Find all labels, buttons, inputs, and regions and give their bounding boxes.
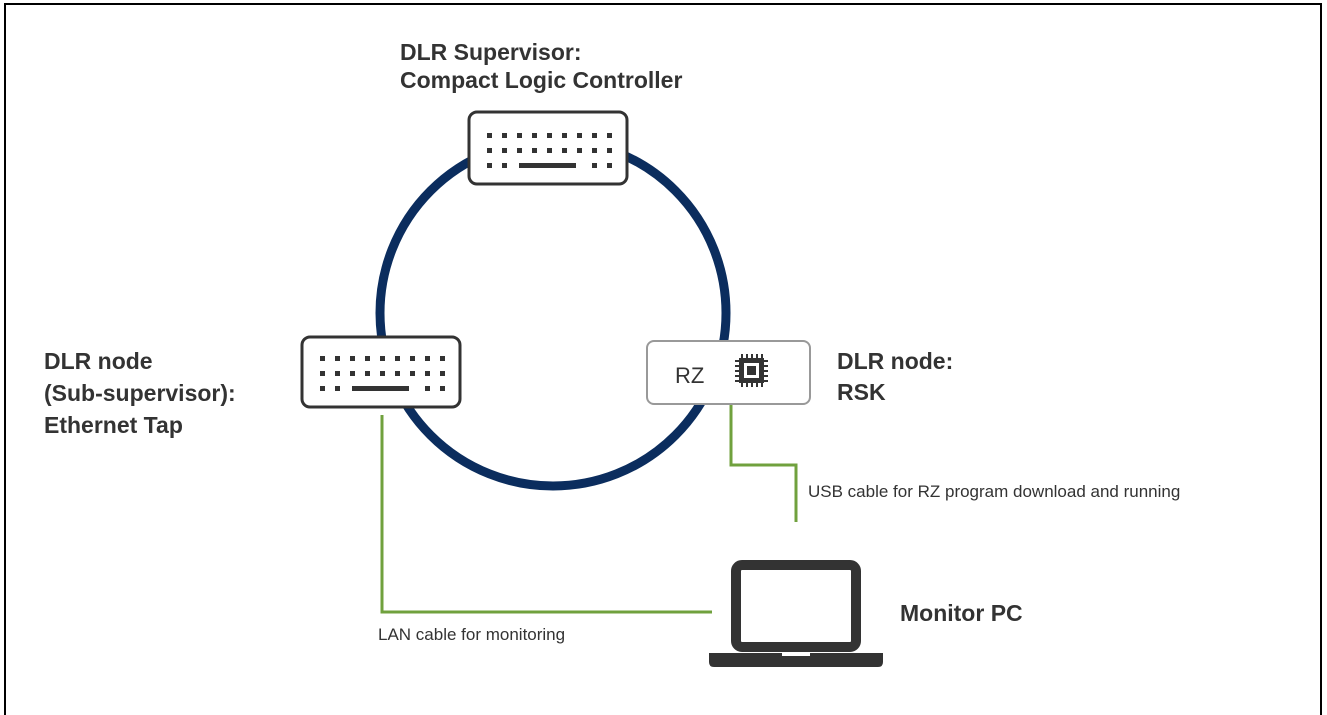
port-dot (380, 356, 385, 361)
chip-pin (735, 375, 739, 377)
port-dot (532, 148, 537, 153)
port-dot (487, 148, 492, 153)
monitor-pc-label: Monitor PC (900, 600, 1023, 626)
port-dot (502, 163, 507, 168)
port-dot (502, 148, 507, 153)
port-dot (577, 148, 582, 153)
chip-pin (764, 365, 768, 367)
port-dot (440, 356, 445, 361)
port-dot (335, 371, 340, 376)
port-dot (440, 371, 445, 376)
port-dot (440, 386, 445, 391)
chip-pin (741, 354, 743, 358)
sub-supervisor-label-line1: DLR node (44, 348, 153, 374)
chip-pin (751, 383, 753, 387)
port-dot (425, 386, 430, 391)
sub-supervisor-label: DLR node (Sub-supervisor): Ethernet Tap (44, 345, 236, 441)
chip-pin (756, 354, 758, 358)
chip-pin (756, 383, 758, 387)
port-dot (320, 386, 325, 391)
port-dot (335, 356, 340, 361)
port-dot (547, 133, 552, 138)
rsk-label-line1: DLR node: (837, 348, 954, 374)
supervisor-label: DLR Supervisor: Compact Logic Controller (400, 38, 682, 94)
port-dot (517, 148, 522, 153)
port-dot (592, 148, 597, 153)
supervisor-switch-icon (467, 110, 629, 186)
chip-pin (764, 360, 768, 362)
chip-pin (761, 354, 763, 358)
rsk-label-line2: RSK (837, 379, 886, 405)
port-dot (410, 356, 415, 361)
port-dot (517, 133, 522, 138)
diagram-frame (4, 3, 1322, 715)
chip-pin (764, 370, 768, 372)
chip-pin (761, 383, 763, 387)
port-dot (562, 148, 567, 153)
port-dot (487, 163, 492, 168)
chip-pin (746, 354, 748, 358)
port-dot (607, 163, 612, 168)
supervisor-label-line1: DLR Supervisor: (400, 39, 582, 65)
port-dot (487, 133, 492, 138)
port-dot (380, 371, 385, 376)
laptop-icon (709, 560, 883, 667)
port-dot (607, 148, 612, 153)
port-dot (607, 133, 612, 138)
port-dot (335, 386, 340, 391)
port-dot (395, 371, 400, 376)
port-dot (577, 133, 582, 138)
rsk-badge-label: RZ (675, 363, 704, 388)
port-dot (502, 133, 507, 138)
port-dot (425, 356, 430, 361)
lan-cable-line (380, 415, 712, 614)
chip-pin (735, 380, 739, 382)
port-dot (592, 133, 597, 138)
port-dot (365, 371, 370, 376)
chip-pin (735, 360, 739, 362)
chip-pin (764, 380, 768, 382)
port-dot (592, 163, 597, 168)
dlr-ring (375, 135, 731, 491)
port-dot (350, 371, 355, 376)
port-dot (365, 356, 370, 361)
port-dot (395, 356, 400, 361)
port-dot (320, 371, 325, 376)
lan-cable-label: LAN cable for monitoring (378, 625, 566, 644)
port-dot (562, 133, 567, 138)
ethernet-tap-switch-icon (300, 335, 462, 409)
supervisor-label-line2: Compact Logic Controller (400, 67, 683, 93)
chip-pin (735, 365, 739, 367)
chip-pin (746, 383, 748, 387)
chip-pin (735, 370, 739, 372)
port-dot (547, 148, 552, 153)
port-dot (410, 371, 415, 376)
chip-pin (741, 383, 743, 387)
chip-pin (764, 375, 768, 377)
port-dot (425, 371, 430, 376)
port-dot (350, 356, 355, 361)
port-dot (532, 133, 537, 138)
rsk-label: DLR node: RSK (837, 346, 953, 408)
chip-pin (751, 354, 753, 358)
rsk-board: RZ (646, 340, 811, 405)
chip-icon (735, 354, 768, 387)
sub-supervisor-label-line3: Ethernet Tap (44, 412, 183, 438)
usb-cable-label: USB cable for RZ program download and ru… (808, 482, 1181, 501)
usb-cable-line (729, 404, 798, 522)
sub-supervisor-label-line2: (Sub-supervisor): (44, 380, 236, 406)
port-dot (320, 356, 325, 361)
